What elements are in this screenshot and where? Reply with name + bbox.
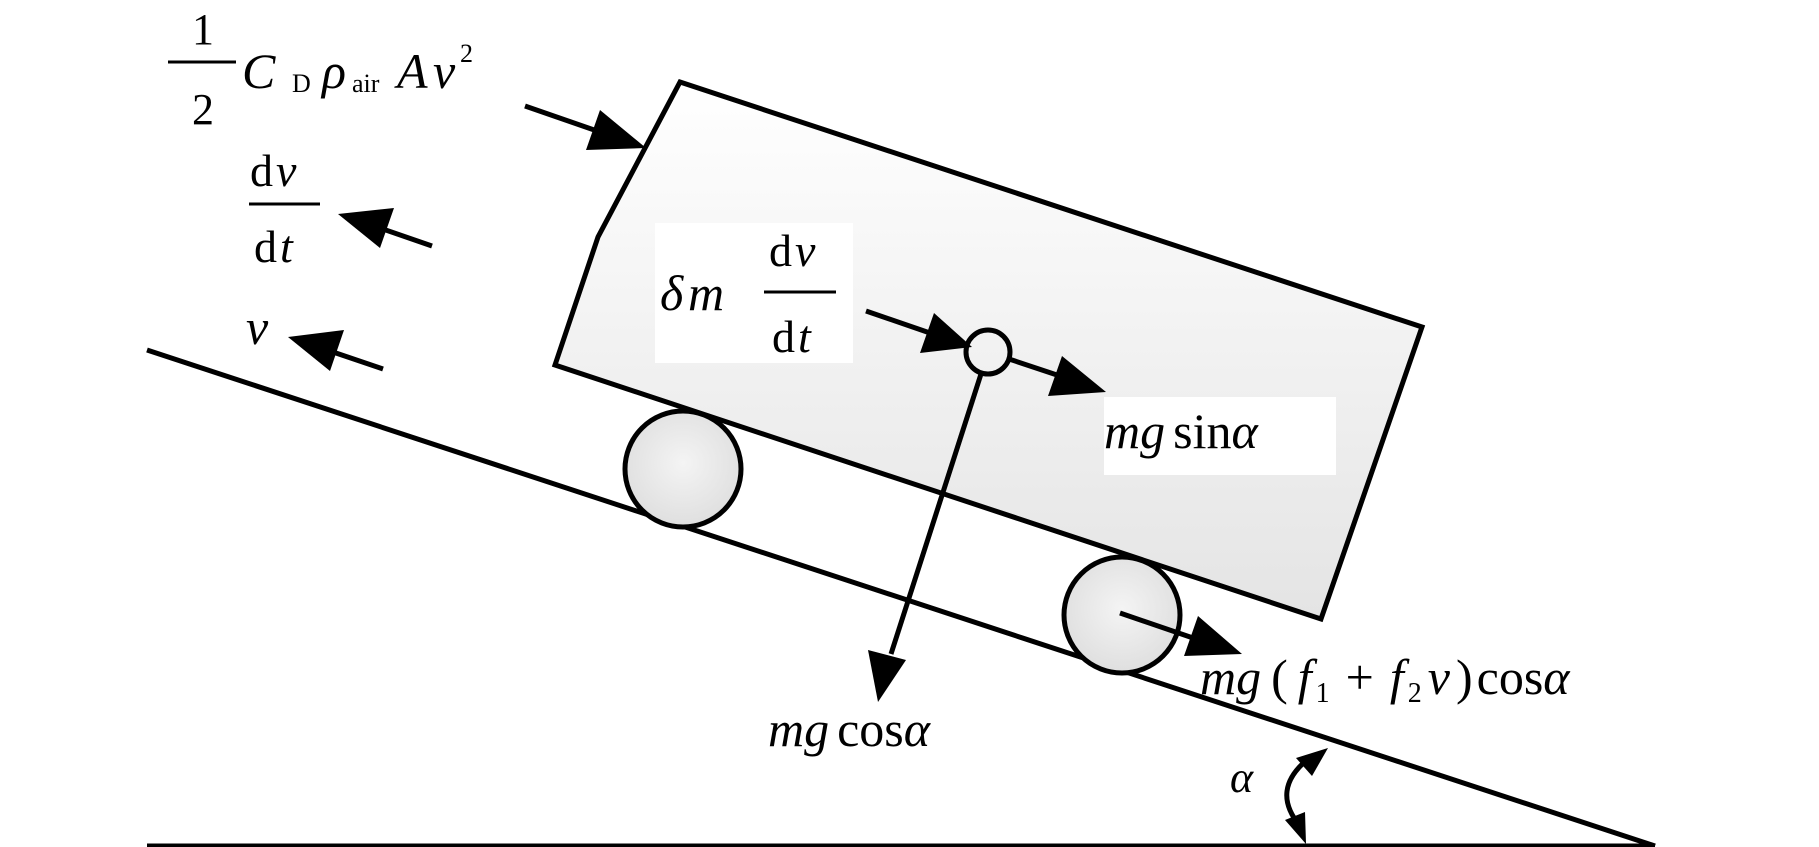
grade-mg: mg <box>1104 403 1165 459</box>
grade-force-arrow <box>1008 356 1106 396</box>
rolling-close-paren: ) <box>1456 649 1473 705</box>
center-of-mass-marker <box>963 327 1013 377</box>
normal-force-arrow <box>868 373 984 702</box>
inertia-force-label: δ m d v d t <box>660 225 836 362</box>
drag-velocity-exponent: 2 <box>460 39 473 68</box>
acceleration-arrow <box>338 208 433 249</box>
rolling-plus: + <box>1346 649 1374 705</box>
rolling-v: v <box>1428 649 1451 705</box>
inertia-den-t: t <box>798 311 812 362</box>
velocity-arrow <box>288 330 384 372</box>
rolling-open-paren: ( <box>1271 649 1288 705</box>
drag-frac-den: 2 <box>192 85 214 134</box>
drag-coefficient-symbol: C <box>242 43 276 99</box>
slope-angle-arc <box>1284 748 1328 844</box>
rolling-mg: mg <box>1200 649 1261 705</box>
inertia-den-d: d <box>772 311 795 362</box>
grade-alpha: α <box>1231 403 1259 459</box>
accel-den-t: t <box>280 221 294 272</box>
accel-num-d: d <box>250 145 273 196</box>
drag-frac-num: 1 <box>192 5 214 54</box>
inertia-delta: δ <box>660 265 684 321</box>
drag-coefficient-subscript: D <box>292 69 311 98</box>
slope-line <box>146 347 1656 847</box>
inertia-force-arrow <box>865 308 972 353</box>
drag-force-label: 1 2 C D ρ air A v 2 <box>168 5 473 134</box>
air-density-subscript: air <box>352 69 380 98</box>
rolling-cos: cos <box>1477 649 1544 705</box>
inertia-mass: m <box>688 265 724 321</box>
acceleration-label: d v d t <box>249 145 320 272</box>
normal-mg: mg <box>768 701 829 757</box>
accel-den-d: d <box>254 221 277 272</box>
inertia-num-v: v <box>795 225 816 276</box>
accel-num-v: v <box>276 145 297 196</box>
velocity-label: v <box>246 299 269 355</box>
rolling-alpha: α <box>1543 649 1571 705</box>
inertia-num-d: d <box>769 225 792 276</box>
drag-velocity-symbol: v <box>433 43 456 99</box>
grade-label-background <box>1104 397 1336 475</box>
rolling-f2-subscript: 2 <box>1408 678 1422 709</box>
normal-cos: cos <box>837 701 904 757</box>
rolling-resistance-arrow <box>1119 610 1242 656</box>
frontal-area-symbol: A <box>394 43 428 99</box>
rolling-f1-subscript: 1 <box>1316 678 1330 709</box>
grade-sin: sin <box>1173 403 1231 459</box>
drag-force-arrow <box>524 103 646 150</box>
vehicle-body <box>551 78 1426 623</box>
normal-alpha: α <box>904 701 932 757</box>
rear-wheel <box>622 408 744 530</box>
slope-angle-label: α <box>1230 753 1254 802</box>
air-density-symbol: ρ <box>320 43 346 99</box>
